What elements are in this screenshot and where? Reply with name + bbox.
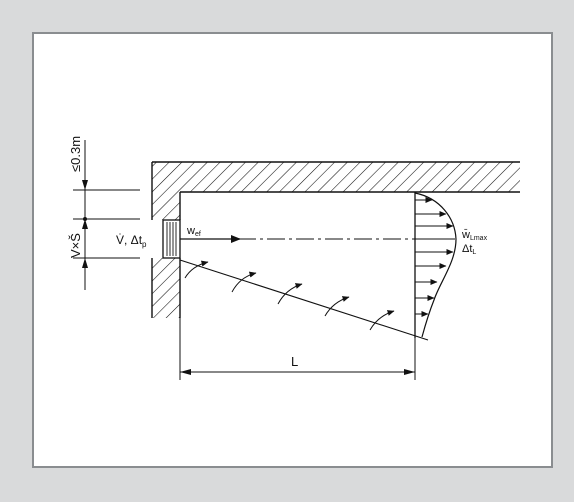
supply-label: V̇, Δtp: [116, 233, 147, 249]
velocity-label-main: w: [186, 225, 195, 237]
max-velocity-label-sub: Lmax: [470, 235, 488, 242]
max-velocity-label: w̄Lmax: [461, 228, 488, 242]
diagram-frame: [32, 32, 553, 468]
supply-label-main: V̇, Δt: [116, 233, 143, 247]
temp-diff-label-main: Δt: [462, 243, 472, 255]
clearance-label: ≤0.3m: [68, 136, 83, 172]
temp-diff-label: ΔtL: [462, 243, 476, 256]
height-dimension: [73, 140, 140, 290]
length-dimension: [179, 318, 416, 380]
supply-grille: [162, 219, 181, 259]
temp-diff-label-sub: L: [472, 249, 476, 256]
wall: [151, 162, 181, 318]
entrainment-arrows: [184, 260, 395, 331]
velocity-profile: [414, 192, 457, 338]
velocity-label-sub: ef: [195, 231, 201, 238]
max-velocity-label-main: w̄: [461, 228, 470, 241]
supply-label-sub: p: [142, 240, 147, 249]
jet-lower-boundary: [179, 259, 429, 341]
length-label: L: [291, 354, 298, 369]
velocity-label: wef: [186, 225, 201, 238]
height-label: V×Š: [68, 233, 83, 258]
ceiling: [152, 161, 520, 193]
